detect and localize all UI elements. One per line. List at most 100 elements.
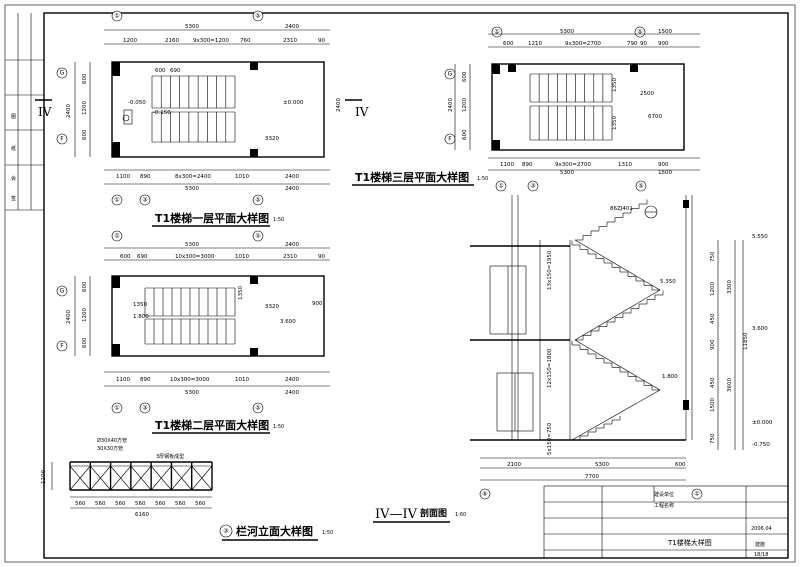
section-title: IV—IV (375, 507, 418, 522)
svg-text:3厚钢板成型: 3厚钢板成型 (156, 453, 184, 460)
dim-label: 9x300=1200 (193, 38, 229, 44)
section-mark: IV (38, 105, 52, 119)
svg-text:900: 900 (710, 339, 716, 350)
svg-text:G: G (60, 288, 65, 295)
margin-label: 会 (11, 175, 16, 182)
svg-text:5300: 5300 (560, 29, 574, 35)
plan-2: ① ⑤ 5300 2400 600 690 10x300=3000 1010 2… (56, 230, 330, 434)
svg-text:750: 750 (710, 433, 716, 444)
svg-text:9x300=2700: 9x300=2700 (565, 41, 601, 47)
svg-text:5300: 5300 (595, 462, 609, 468)
svg-text:90: 90 (318, 254, 325, 260)
svg-text:790: 790 (627, 41, 638, 47)
svg-text:Ø30X40方管: Ø30X40方管 (97, 437, 127, 444)
stair-flights (571, 199, 664, 441)
railing-title: 栏河立面大样图 (236, 524, 313, 538)
axis-bubble (252, 10, 264, 22)
stair-treads (144, 288, 236, 344)
axis-bubble (111, 10, 123, 22)
dim-label: 5300 (185, 186, 199, 192)
svg-text:5.550: 5.550 (752, 234, 768, 240)
dim-label: 2310 (283, 38, 297, 44)
margin-label: 图 (11, 114, 16, 120)
svg-text:1.800: 1.800 (133, 314, 149, 320)
plan-outline (491, 63, 685, 151)
dim-label: 600 (82, 73, 88, 84)
svg-text:⑤: ⑤ (637, 29, 642, 36)
svg-text:⑤: ⑤ (255, 233, 260, 240)
svg-text:600: 600 (462, 129, 468, 140)
svg-text:560: 560 (175, 501, 186, 507)
svg-text:3.600: 3.600 (752, 326, 768, 332)
svg-text:剖面图: 剖面图 (420, 507, 447, 519)
svg-text:1310: 1310 (618, 162, 632, 168)
dim-label: 1100 (116, 174, 130, 180)
plan-title: T1楼梯一层平面大样图 (155, 211, 269, 225)
svg-text:1:60: 1:60 (455, 512, 466, 518)
plan-title: T1楼梯三层平面大样图 (355, 170, 469, 184)
svg-text:10x300=3000: 10x300=3000 (175, 254, 215, 260)
section-mark: IV (355, 105, 369, 119)
svg-text:600: 600 (82, 337, 88, 348)
axis-label: ⑤ (255, 13, 260, 20)
svg-text:③: ③ (223, 528, 228, 535)
svg-text:11850: 11850 (743, 332, 749, 350)
sheet-border (4, 4, 796, 563)
svg-text:①: ① (694, 491, 699, 498)
line (110, 465, 132, 491)
svg-text:建施: 建施 (755, 541, 765, 548)
svg-text:600: 600 (462, 71, 468, 82)
railing-elevation: Ø30X40方管 30X30方管 3厚钢板成型 1100 560 560 560… (41, 437, 333, 541)
svg-text:5300: 5300 (185, 390, 199, 396)
svg-text:工程名称: 工程名称 (654, 502, 674, 509)
dim-label: 760 (240, 38, 251, 44)
dim-label: 8x300=2400 (175, 174, 211, 180)
line (150, 465, 172, 491)
drawing-name: T1楼梯大样图 (667, 538, 712, 547)
svg-text:1.800: 1.800 (662, 374, 678, 380)
dim-label: 600 (155, 68, 166, 74)
svg-text:600: 600 (82, 281, 88, 292)
svg-text:900: 900 (658, 162, 669, 168)
svg-text:5300: 5300 (560, 170, 574, 176)
dim-label: 2400 (336, 98, 342, 112)
svg-text:1:50: 1:50 (477, 176, 488, 182)
svg-text:900: 900 (658, 41, 669, 47)
svg-text:③: ③ (142, 405, 147, 412)
svg-text:86ZJ401: 86ZJ401 (610, 206, 633, 212)
svg-text:12x150=1800: 12x150=1800 (547, 348, 553, 388)
svg-text:2400: 2400 (285, 377, 299, 383)
dim-label: 890 (140, 174, 151, 180)
binding-margin: 图 纸 会 签 (5, 13, 44, 211)
line (574, 239, 661, 291)
svg-text:1100: 1100 (41, 470, 47, 484)
svg-text:450: 450 (710, 313, 716, 324)
svg-text:1010: 1010 (235, 254, 249, 260)
svg-text:1:50: 1:50 (273, 424, 284, 430)
svg-text:2310: 2310 (283, 254, 297, 260)
line (191, 465, 213, 491)
level-label: -0.150 (153, 110, 171, 116)
svg-text:560: 560 (95, 501, 106, 507)
svg-text:③: ③ (142, 197, 147, 204)
svg-text:5300: 5300 (185, 242, 199, 248)
svg-text:3300: 3300 (727, 280, 733, 294)
dim-label: 1200 (123, 38, 137, 44)
svg-text:6160: 6160 (135, 512, 149, 518)
date: 2006.04 (751, 526, 772, 532)
svg-text:⑥: ⑥ (482, 491, 487, 498)
svg-text:450: 450 (710, 377, 716, 388)
svg-text:690: 690 (137, 254, 148, 260)
svg-text:1500: 1500 (658, 29, 672, 35)
plan-outline (111, 275, 325, 357)
svg-text:±0.000: ±0.000 (752, 420, 773, 426)
svg-text:600: 600 (675, 462, 686, 468)
svg-text:①: ① (114, 197, 119, 204)
svg-text:①: ① (498, 183, 503, 190)
svg-text:1350: 1350 (612, 78, 618, 92)
plan-title: T1楼梯二层平面大样图 (155, 418, 269, 432)
dim-label: 2400 (285, 24, 299, 30)
svg-text:560: 560 (75, 501, 86, 507)
svg-text:1350: 1350 (133, 302, 147, 308)
line (574, 289, 661, 341)
